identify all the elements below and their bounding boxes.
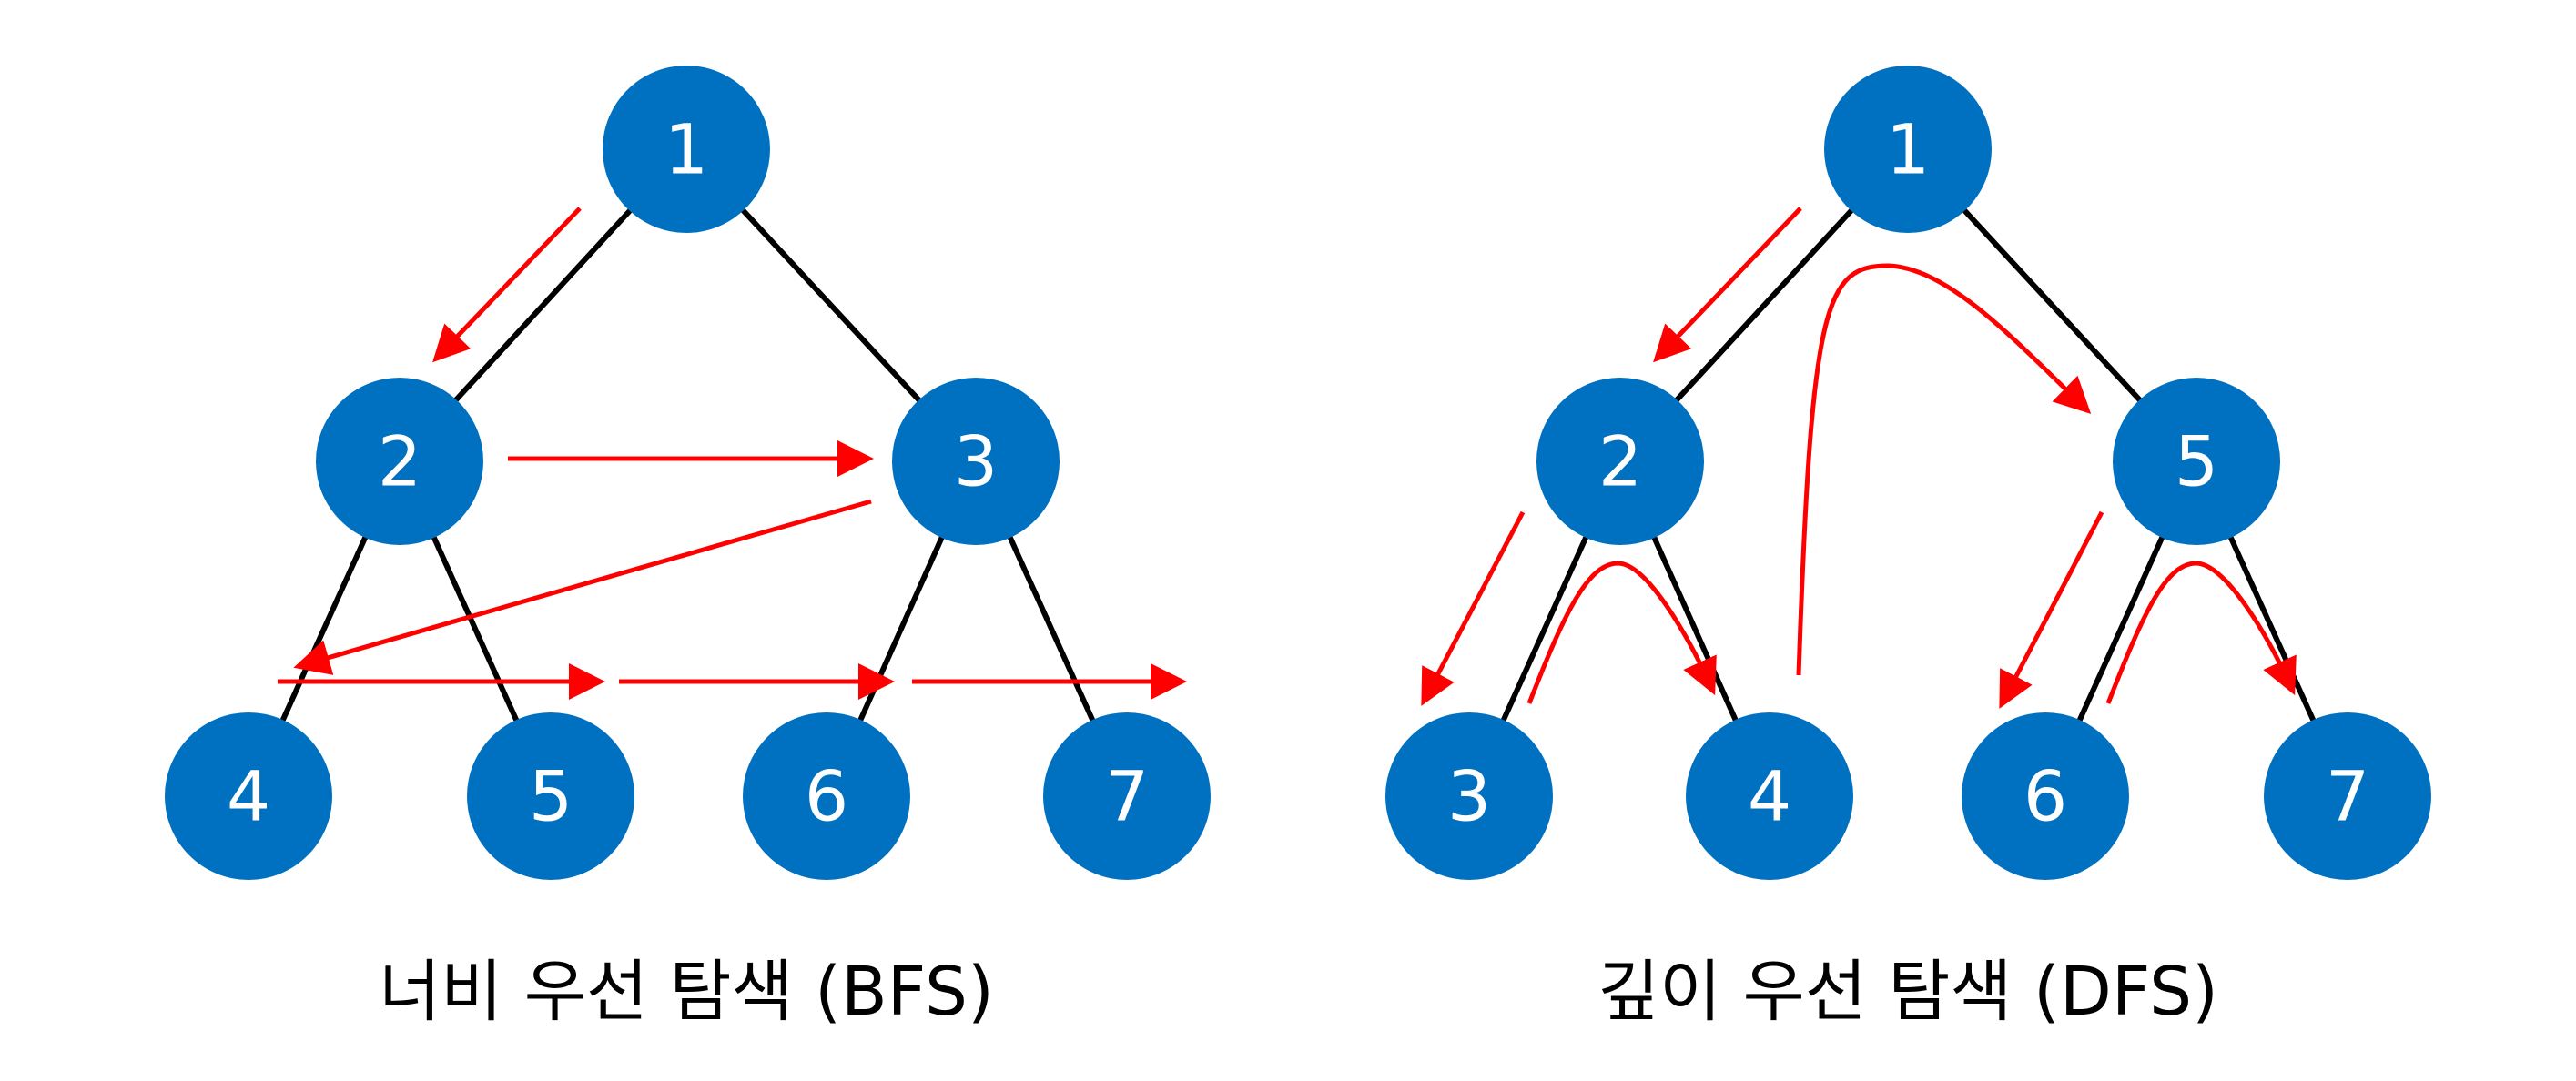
node-label: 2: [378, 421, 421, 502]
traversal-arrow: [293, 499, 872, 675]
node-5: 5: [467, 712, 634, 880]
dfs-caption: 깊이 우선 탐색 (DFS): [1597, 953, 2218, 1031]
node-7: 7: [1043, 712, 1211, 880]
traversal-arrow: [1653, 207, 1802, 363]
node-4: 4: [165, 712, 332, 880]
node-3: 3: [892, 378, 1060, 545]
node-label: 6: [2023, 756, 2067, 837]
node-label: 1: [1886, 109, 1930, 190]
node-label: 3: [954, 421, 998, 502]
traversal-arrow: [432, 207, 582, 363]
traversal-arrow: [1421, 510, 1526, 706]
node-1: 1: [603, 66, 770, 233]
bfs-caption: 너비 우선 탐색 (BFS): [379, 953, 994, 1031]
traversal-arrow: [1999, 510, 2104, 709]
node-7: 7: [2264, 712, 2431, 880]
node-label: 4: [1748, 756, 1791, 837]
node-label: 5: [2175, 421, 2218, 502]
node-label: 7: [2326, 756, 2369, 837]
node-label: 3: [1447, 756, 1491, 837]
node-label: 4: [227, 756, 270, 837]
node-5: 5: [2113, 378, 2280, 545]
dfs-tree: 1 2 5 3 4 6 7 깊이 우선 탐색 (DFS): [1385, 66, 2431, 1031]
node-label: 6: [805, 756, 848, 837]
node-label: 7: [1105, 756, 1149, 837]
node-2: 2: [1536, 378, 1704, 545]
traversal-arrow: [1796, 263, 2092, 676]
node-label: 5: [529, 756, 573, 837]
node-2: 2: [316, 378, 483, 545]
bfs-tree: 1 2 3 4 5 6 7 너비 우선 탐색 (BFS): [165, 66, 1211, 1031]
node-6: 6: [1962, 712, 2129, 880]
traversal-arrow: [1526, 561, 1717, 704]
traversal-arrow: [2105, 561, 2297, 704]
node-label: 2: [1598, 421, 1642, 502]
node-1: 1: [1824, 66, 1992, 233]
node-4: 4: [1686, 712, 1853, 880]
node-6: 6: [743, 712, 910, 880]
node-3: 3: [1385, 712, 1553, 880]
node-label: 1: [664, 109, 708, 190]
